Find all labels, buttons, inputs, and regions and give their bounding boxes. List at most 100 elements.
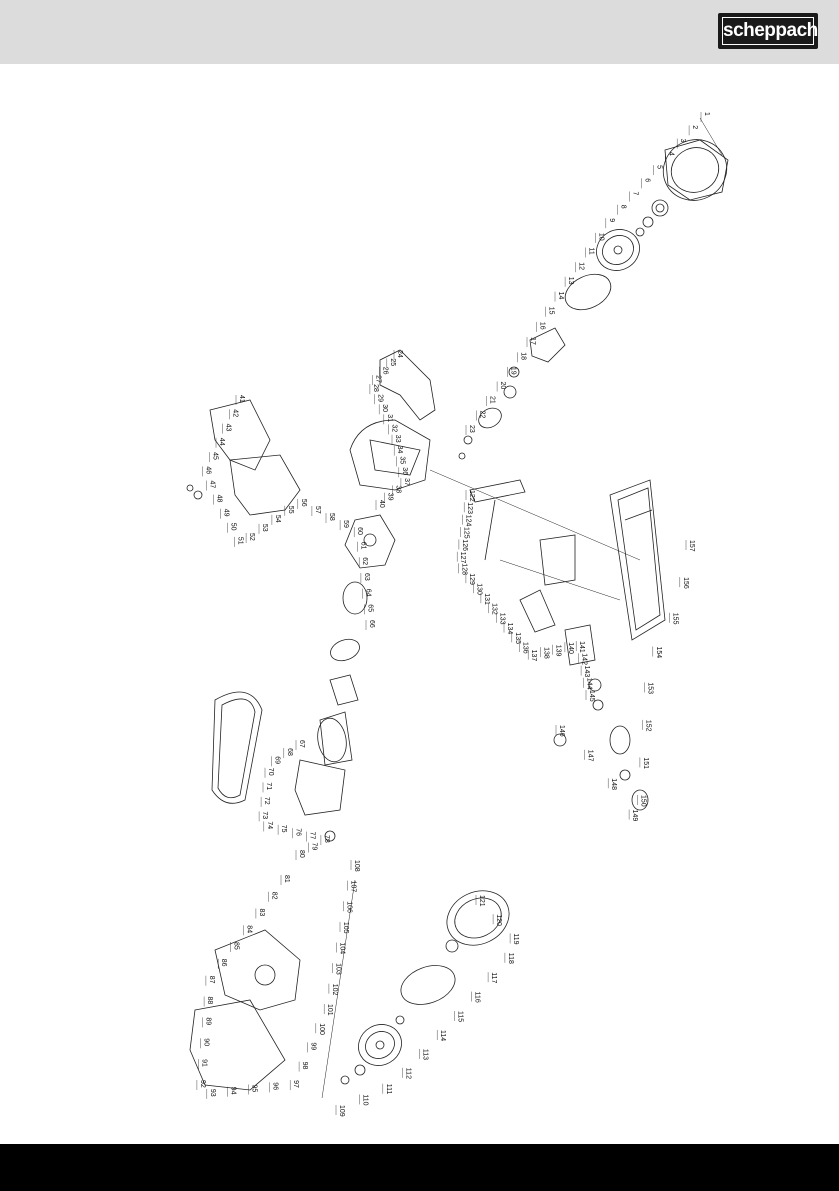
part-number-label: 11 <box>587 248 594 255</box>
part-number-label: 144 <box>586 678 593 690</box>
part-number-label: 56 <box>300 499 307 507</box>
part-number-label: 18 <box>520 352 527 360</box>
part-number-label: 114 <box>439 1030 446 1041</box>
part-number-label: 102 <box>331 984 338 996</box>
part-number-label: 91 <box>201 1059 208 1067</box>
part-number-label: 28 <box>372 384 379 392</box>
part-number-label: 84 <box>245 925 252 933</box>
part-number-label: 121 <box>478 895 485 907</box>
part-number-label: 97 <box>292 1080 299 1088</box>
part-number-label: 131 <box>483 593 490 605</box>
lower-frame <box>189 929 301 1091</box>
part-number-label: 57 <box>314 506 321 514</box>
upper-bearing-set <box>635 199 669 237</box>
part-number-label: 96 <box>271 1082 278 1090</box>
part-number-label: 104 <box>338 943 345 955</box>
motor-housing <box>294 759 346 842</box>
part-number-label: 69 <box>274 756 281 764</box>
part-number-label: 86 <box>220 959 227 967</box>
part-number-label: 105 <box>342 922 349 934</box>
part-number-label: 5 <box>655 165 662 169</box>
part-number-label: 42 <box>231 409 238 417</box>
part-number-label: 130 <box>475 583 482 595</box>
part-number-label: 122 <box>468 490 475 502</box>
part-number-label: 125 <box>463 527 470 539</box>
part-number-label: 10 <box>598 233 605 241</box>
part-number-label: 156 <box>682 577 689 589</box>
part-number-label: 46 <box>205 466 212 474</box>
lower-bearing-set <box>340 939 459 1085</box>
part-number-label: 2 <box>691 125 698 129</box>
part-number-label: 120 <box>495 914 502 926</box>
part-number-label: 62 <box>361 557 368 565</box>
part-number-label: 106 <box>346 901 353 913</box>
exploded-parts-diagram: 1234567891011121314151617181920212223242… <box>186 112 729 1117</box>
part-number-label: 49 <box>222 509 229 517</box>
part-number-label: 41 <box>238 395 245 403</box>
part-number-label: 142 <box>581 653 588 665</box>
part-number-label: 24 <box>396 350 403 358</box>
part-number-label: 3 <box>679 139 686 143</box>
tension-knob <box>469 479 526 561</box>
part-number-label: 154 <box>655 647 662 659</box>
upper-tyre <box>564 273 612 311</box>
part-number-label: 68 <box>286 748 293 756</box>
part-number-label: 50 <box>229 523 236 531</box>
part-number-label: 95 <box>251 1085 258 1093</box>
upper-wheel-cover <box>662 139 729 201</box>
part-number-label: 98 <box>301 1062 308 1070</box>
part-number-label: 85 <box>233 942 240 950</box>
part-number-label: 25 <box>389 358 396 366</box>
part-number-label: 51 <box>236 537 243 545</box>
part-number-label: 70 <box>267 768 274 776</box>
part-number-label: 137 <box>530 650 537 662</box>
part-number-label: 53 <box>261 524 268 532</box>
table-trunnion <box>553 678 649 811</box>
part-number-label: 4 <box>667 152 674 156</box>
part-number-label: 47 <box>208 481 215 489</box>
part-number-label: 16 <box>538 322 545 330</box>
part-number-label: 80 <box>298 850 305 858</box>
part-number-label: 113 <box>422 1049 429 1060</box>
part-number-label: 153 <box>647 682 654 694</box>
part-number-label: 27 <box>374 375 381 383</box>
part-number-label: 134 <box>506 623 513 635</box>
part-number-label: 109 <box>338 1105 345 1117</box>
lower-wheel-cover <box>446 890 510 946</box>
part-number-label: 17 <box>529 337 536 345</box>
part-number-label: 116 <box>473 992 480 1003</box>
part-number-label: 65 <box>366 604 373 612</box>
part-number-label: 19 <box>510 367 517 375</box>
part-number-label: 129 <box>468 573 475 585</box>
part-number-label: 99 <box>309 1042 316 1050</box>
part-number-label: 115 <box>457 1011 464 1022</box>
part-number-label: 78 <box>323 835 330 843</box>
part-number-label: 52 <box>248 533 255 541</box>
part-number-label: 155 <box>672 613 679 625</box>
part-number-label: 81 <box>283 875 290 883</box>
part-number-label: 15 <box>548 307 555 315</box>
leader-lines <box>321 117 723 1099</box>
part-number-label: 112 <box>404 1068 411 1079</box>
gearbox <box>344 514 396 569</box>
motor <box>317 581 368 766</box>
part-number-label: 135 <box>514 632 521 644</box>
page-header: scheppach <box>0 0 839 64</box>
part-number-label: 58 <box>328 513 335 521</box>
part-number-label: 90 <box>203 1038 210 1046</box>
part-number-label: 20 <box>499 382 506 390</box>
part-number-label: 13 <box>567 277 574 285</box>
drive-belt <box>211 691 263 804</box>
part-number-label: 7 <box>631 192 638 196</box>
page-footer <box>0 1144 839 1191</box>
part-number-label: 123 <box>466 502 473 514</box>
part-number-label: 148 <box>610 778 617 790</box>
part-number-label: 66 <box>368 620 375 628</box>
part-number-label: 1 <box>703 112 710 116</box>
part-number-label: 111 <box>385 1084 392 1095</box>
part-number-label: 146 <box>558 725 565 737</box>
part-number-label: 63 <box>363 573 370 581</box>
part-number-label: 36 <box>401 467 408 475</box>
part-number-label: 21 <box>489 396 496 404</box>
part-number-label: 138 <box>542 647 549 659</box>
